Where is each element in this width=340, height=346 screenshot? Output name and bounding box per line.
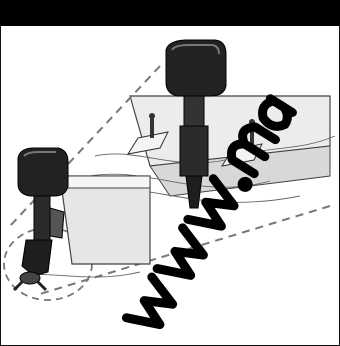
outboard-motor-illustration [0, 26, 340, 346]
header-bar [0, 0, 340, 26]
outboard-motor-lower [14, 148, 68, 290]
